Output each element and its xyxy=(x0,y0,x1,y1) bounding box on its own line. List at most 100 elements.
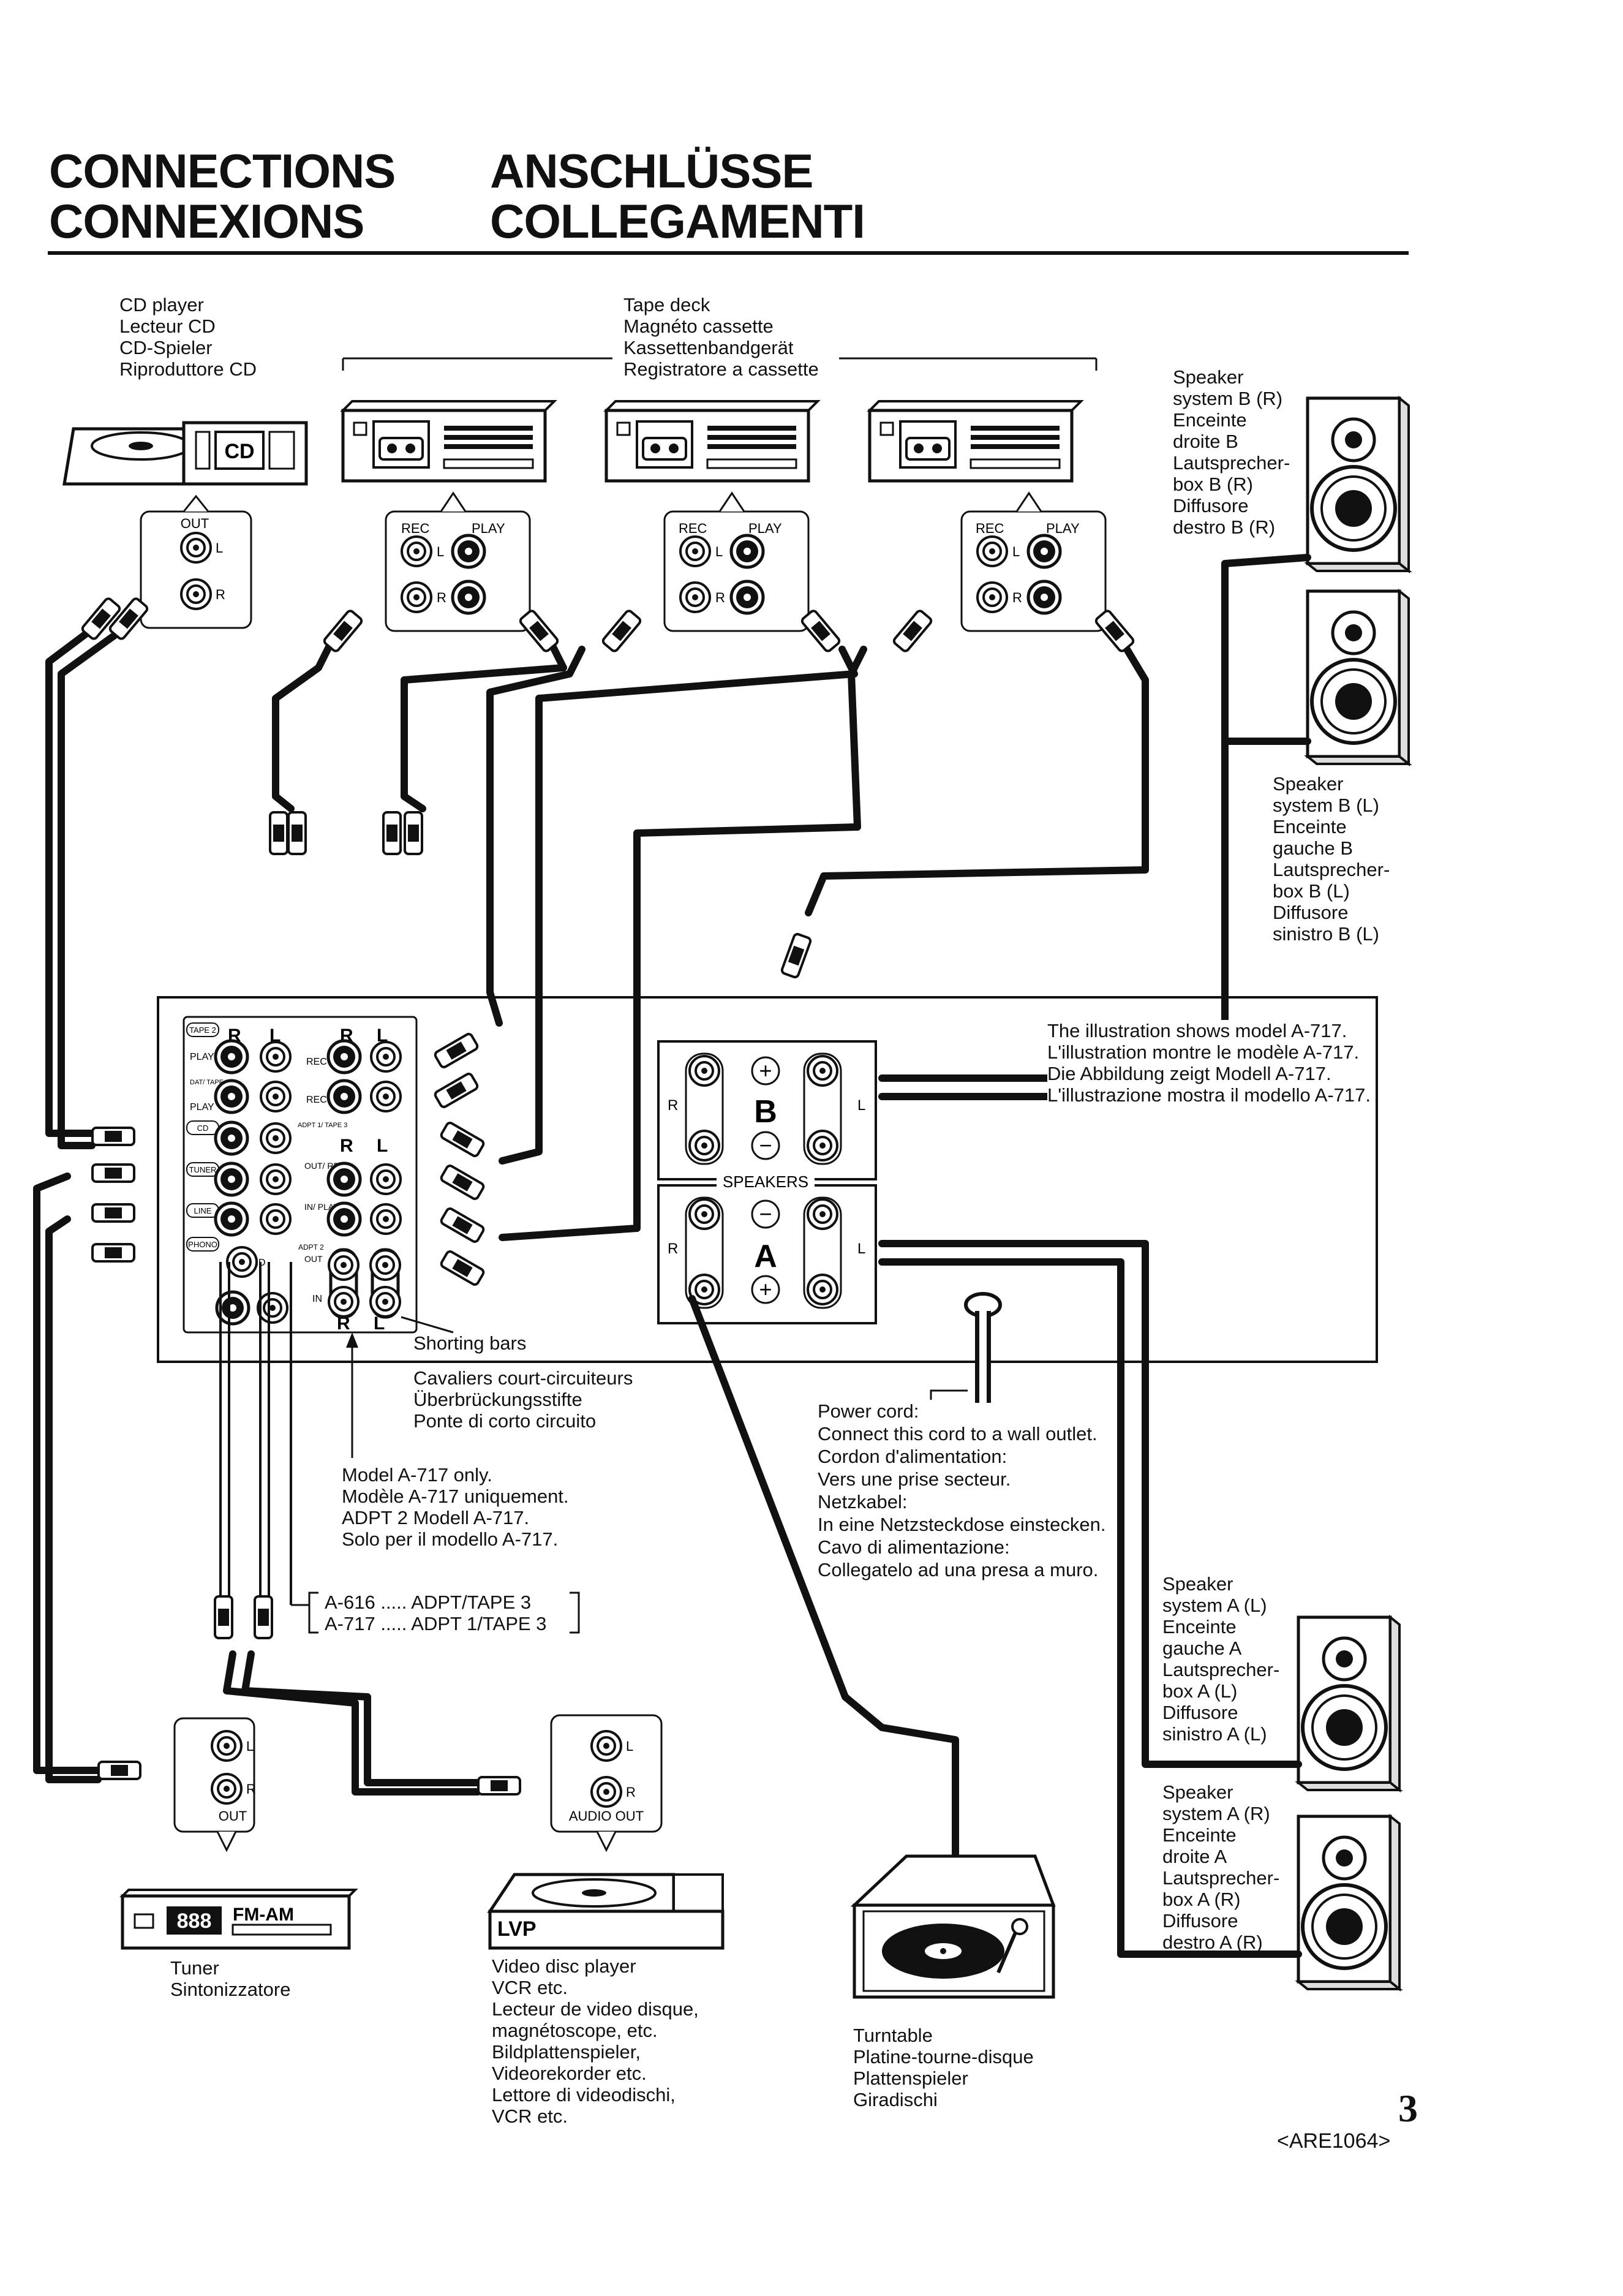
speaker-b-left xyxy=(1308,591,1409,764)
turntable-illustration xyxy=(850,1854,1056,1999)
svg-text:R: R xyxy=(340,1136,353,1156)
svg-text:TUNER: TUNER xyxy=(189,1165,217,1174)
svg-text:−: − xyxy=(759,1201,772,1226)
svg-text:PLAY: PLAY xyxy=(748,521,782,536)
svg-text:OUT: OUT xyxy=(219,1808,247,1824)
svg-text:L: L xyxy=(626,1739,633,1754)
tape-deck-2-jacks: REC PLAY L R xyxy=(663,491,810,632)
svg-text:REC: REC xyxy=(306,1057,327,1067)
svg-text:R: R xyxy=(246,1781,256,1797)
svg-text:L: L xyxy=(246,1739,254,1754)
svg-text:PLAY: PLAY xyxy=(1046,521,1080,536)
video-disc-illustration: LVP xyxy=(487,1873,725,1950)
cd-out-l-jack xyxy=(180,532,212,564)
svg-text:R: R xyxy=(626,1784,636,1800)
svg-text:L: L xyxy=(1012,544,1020,559)
tape1-play-label: PLAY xyxy=(472,521,505,536)
page-number: 3 xyxy=(1398,2086,1418,2130)
svg-text:L: L xyxy=(437,544,444,559)
svg-text:L: L xyxy=(374,1313,385,1334)
svg-text:PLAY: PLAY xyxy=(190,1052,214,1062)
title-anschluesse: ANSCHLÜSSE xyxy=(490,144,813,198)
title-rule xyxy=(48,251,1409,255)
svg-text:AUDIO OUT: AUDIO OUT xyxy=(569,1808,644,1824)
svg-text:L: L xyxy=(377,1025,388,1046)
document-code: <ARE1064> xyxy=(1277,2129,1391,2153)
tape-deck-1-jacks: REC PLAY L R xyxy=(385,491,531,632)
svg-text:OUT: OUT xyxy=(304,1254,323,1264)
svg-text:REC: REC xyxy=(976,521,1004,536)
power-cord-note: Power cord:Connect this cord to a wall o… xyxy=(818,1400,1106,1580)
tape1-rec-label: REC xyxy=(401,521,430,536)
title-connections: CONNECTIONS xyxy=(49,144,396,198)
model-illustration-note: The illustration shows model A-717.L'ill… xyxy=(1047,1020,1371,1106)
tuner-out-panel: L R OUT xyxy=(173,1717,256,1852)
svg-text:+: + xyxy=(759,1058,772,1083)
tape-deck-3-jacks: REC PLAY L R xyxy=(960,491,1107,632)
cd-player-illustration: CD xyxy=(62,421,308,486)
cd-out-jack-panel: OUT L R xyxy=(140,494,252,629)
video-disc-out-panel: L R AUDIO OUT xyxy=(550,1714,663,1852)
svg-text:ADPT 2: ADPT 2 xyxy=(298,1243,324,1252)
cd-out-label: OUT xyxy=(181,516,209,531)
svg-text:B: B xyxy=(754,1094,777,1130)
cd-out-r-jack xyxy=(180,578,212,610)
tuner-illustration: 888 FM-AM xyxy=(119,1889,358,1950)
tape-deck-3 xyxy=(870,401,1081,481)
svg-text:PLAY: PLAY xyxy=(190,1102,214,1112)
svg-text:PHONO: PHONO xyxy=(188,1240,217,1249)
svg-text:L: L xyxy=(377,1136,388,1156)
svg-text:L: L xyxy=(715,544,723,559)
svg-text:SPEAKERS: SPEAKERS xyxy=(723,1173,808,1191)
phono-cables xyxy=(219,1262,292,1605)
speaker-a-left xyxy=(1298,1617,1399,1790)
svg-text:R: R xyxy=(668,1241,678,1257)
svg-text:R: R xyxy=(668,1097,678,1114)
title-collegamenti: COLLEGAMENTI xyxy=(490,194,865,248)
amplifier-rear-panel xyxy=(157,996,1378,1363)
cd-badge: CD xyxy=(224,440,254,463)
cd-l-label: L xyxy=(216,540,223,556)
svg-text:R: R xyxy=(337,1313,350,1334)
svg-text:L: L xyxy=(857,1097,865,1114)
tape-deck-1 xyxy=(343,401,554,481)
svg-text:L: L xyxy=(269,1025,281,1046)
svg-text:L: L xyxy=(857,1241,865,1257)
svg-text:IN: IN xyxy=(312,1294,322,1304)
svg-text:TAPE 2: TAPE 2 xyxy=(189,1025,216,1035)
svg-text:R: R xyxy=(437,590,446,605)
svg-text:CD: CD xyxy=(197,1123,209,1133)
svg-text:R: R xyxy=(715,590,725,605)
speaker-a-right xyxy=(1298,1816,1399,1989)
svg-text:LVP: LVP xyxy=(497,1917,537,1941)
shorting-bars-label: Shorting bars xyxy=(413,1332,527,1354)
svg-text:−: − xyxy=(759,1133,772,1158)
svg-text:888: 888 xyxy=(177,1909,212,1933)
svg-text:+: + xyxy=(759,1277,772,1302)
speaker-terminals: + − − + B A SPEAKERS R L R L xyxy=(657,1040,877,1324)
svg-text:REC: REC xyxy=(679,521,707,536)
speaker-b-right xyxy=(1308,398,1409,571)
svg-text:ADPT 1/ TAPE 3: ADPT 1/ TAPE 3 xyxy=(298,1122,347,1129)
power-cord xyxy=(930,1292,1002,1403)
svg-text:LINE: LINE xyxy=(194,1206,212,1215)
shorting-bars xyxy=(328,1248,401,1319)
cd-r-label: R xyxy=(216,587,225,602)
svg-text:A: A xyxy=(754,1239,777,1274)
tape-deck-2 xyxy=(606,401,818,481)
model-a717-only-note: Model A-717 only.Modèle A-717 uniquement… xyxy=(342,1464,569,1550)
svg-text:REC: REC xyxy=(306,1095,327,1105)
title-connexions: CONNEXIONS xyxy=(49,194,364,248)
